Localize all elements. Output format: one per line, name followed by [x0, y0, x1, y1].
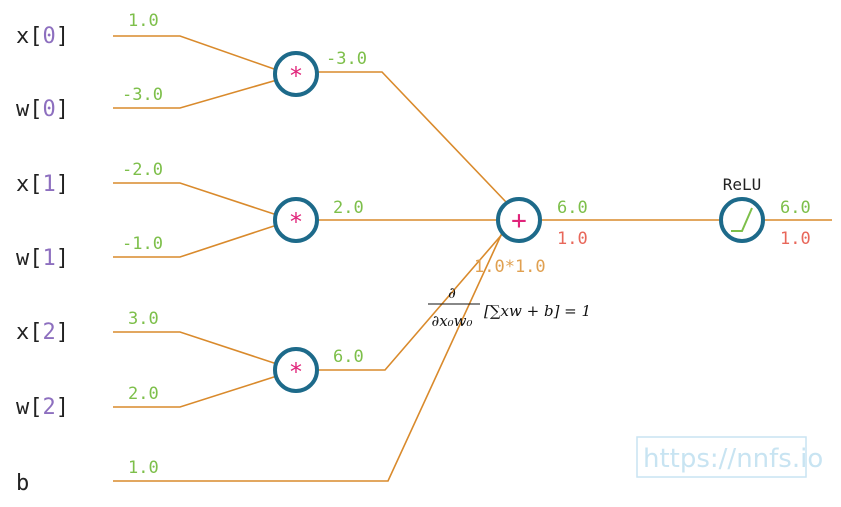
wire-x0 [113, 35, 278, 71]
input-label-b: b [16, 471, 29, 496]
input-label-w2: w[2] [16, 395, 69, 420]
wire-x2 [113, 331, 278, 365]
plus-icon: + [511, 206, 527, 236]
wire-x1 [113, 182, 278, 216]
watermark-box [636, 436, 807, 478]
equation-numerator: ∂ [448, 284, 456, 302]
sum-node: + [496, 197, 542, 243]
equation-body: [∑xw + b] = 1 [484, 302, 591, 320]
mult-node-0-ring [273, 51, 319, 97]
wire-w2 [113, 375, 278, 408]
input-label-w0: w[0] [16, 97, 69, 122]
sum-output: 6.0 [557, 198, 588, 218]
value-x1: -2.0 [122, 160, 163, 180]
mult-node-2-ring [273, 347, 319, 393]
input-label-x0: x[0] [16, 24, 69, 49]
relu-output: 6.0 [780, 198, 811, 218]
multiply-icon: * [289, 208, 303, 236]
relu-label: ReLU [723, 175, 762, 194]
mult-node-0: * [273, 51, 319, 97]
multiply-icon: * [289, 62, 303, 90]
mult-0-output: -3.0 [326, 49, 367, 69]
sum-node-ring [496, 197, 542, 243]
mult-node-1-ring [273, 197, 319, 243]
chain-rule-value: 1.0*1.0 [474, 257, 546, 277]
watermark: https://nnfs.io [636, 436, 823, 478]
wire-mult0-sum [318, 71, 507, 203]
wire-mult2-sum [318, 231, 505, 371]
multiply-icon: * [289, 358, 303, 386]
wire-w1 [113, 224, 278, 258]
input-labels: x[0] w[0] x[1] w[1] x[2] w[2] b [16, 24, 69, 496]
relu-gradient: 1.0 [780, 229, 811, 249]
partial-derivative-equation: ∂ ∂x₀w₀ [∑xw + b] = 1 [428, 284, 591, 330]
relu-icon [731, 207, 753, 232]
input-label-x2: x[2] [16, 320, 69, 345]
mult-1-output: 2.0 [333, 198, 364, 218]
input-values: 1.0 -3.0 -2.0 -1.0 3.0 2.0 1.0 [122, 11, 163, 478]
value-x0: 1.0 [128, 11, 159, 31]
value-b: 1.0 [128, 458, 159, 478]
mult-2-output: 6.0 [333, 347, 364, 367]
value-x2: 3.0 [128, 309, 159, 329]
mult-node-2: * [273, 347, 319, 393]
input-label-w1: w[1] [16, 246, 69, 271]
value-w1: -1.0 [122, 234, 163, 254]
relu-node-ring [719, 197, 765, 243]
watermark-text: https://nnfs.io [643, 444, 823, 474]
value-w2: 2.0 [128, 384, 159, 404]
input-label-x1: x[1] [16, 172, 69, 197]
wire-b [113, 232, 503, 482]
equation-denominator: ∂x₀w₀ [431, 312, 472, 330]
wires [113, 35, 832, 482]
wire-w0 [113, 79, 278, 109]
sum-gradient: 1.0 [557, 229, 588, 249]
mult-node-1: * [273, 197, 319, 243]
value-w0: -3.0 [122, 85, 163, 105]
relu-node [719, 197, 765, 243]
